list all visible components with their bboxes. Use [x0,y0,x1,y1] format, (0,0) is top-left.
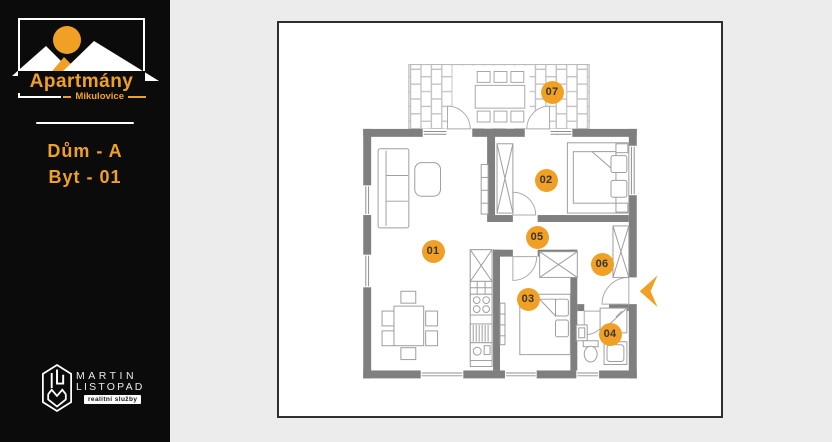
terrace-dining-set [474,71,526,123]
realtor-name-line2: LISTOPAD [76,381,145,393]
room-badge-03: 03 [516,287,540,311]
doors [446,105,630,336]
realtor-tagline: realitní služby [84,395,142,404]
hallway-wardrobe [612,225,630,278]
dash-icon [63,95,72,98]
badge-layer: 01 02 03 04 05 06 07 [279,23,721,416]
unit-label: Dům - A Byt - 01 [0,138,170,190]
floorplan-panel: 01 02 03 04 05 06 07 [277,21,723,418]
entrance-arrow-icon [639,275,658,308]
room-badge-02: 02 [534,168,558,192]
kitchen-counter [469,249,493,367]
brand-title: Apartmány [18,71,145,93]
bedroom-03-furniture [499,251,578,356]
brand-subtitle: Mikulovice [61,91,148,102]
room-badge-04: 04 [598,322,622,346]
bedroom-02-furniture [496,142,630,214]
ml-monogram-icon [42,364,72,412]
room-badge-05: 05 [525,225,549,249]
living-room-furniture [377,148,489,361]
realtor-name-line1: MARTIN [76,370,138,382]
apartment-label: Byt - 01 [48,167,122,187]
room-badge-01: 01 [421,239,445,263]
sidebar: Apartmány Mikulovice Dům - A Byt - 01 MA… [0,0,170,442]
dash-icon [128,95,146,98]
realtor-logo: MARTIN LISTOPAD realitní služby [0,360,170,420]
room-badge-07: 07 [540,80,564,104]
sidebar-divider [36,122,134,124]
house-label: Dům - A [47,141,123,161]
room-badge-06: 06 [590,252,614,276]
windows [365,131,635,377]
floorplan-drawing [363,64,658,379]
brand-logo: Apartmány Mikulovice [0,0,170,120]
